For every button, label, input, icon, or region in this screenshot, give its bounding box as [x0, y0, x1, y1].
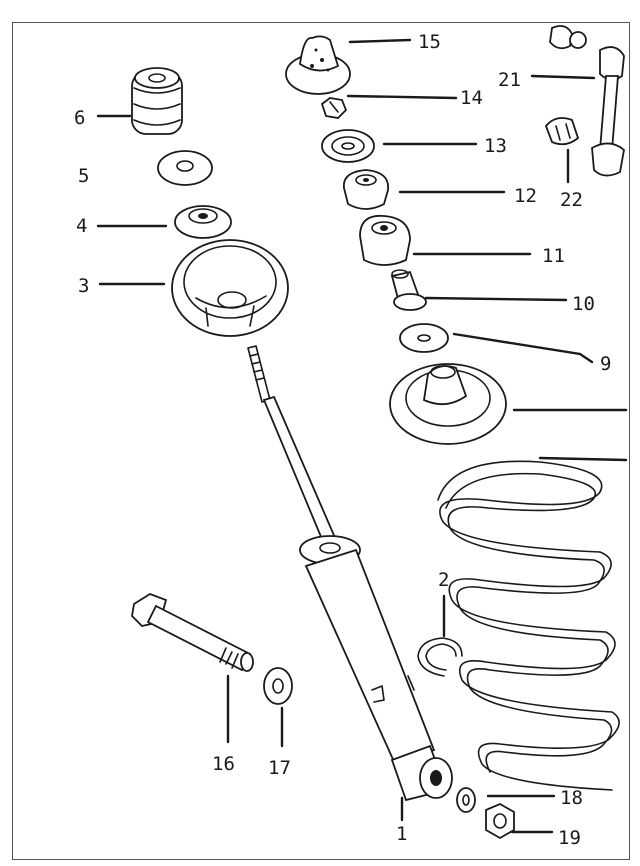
- part-5-washer: [157, 150, 213, 186]
- callout-6: 6: [74, 107, 85, 129]
- part-2-circlip: [417, 637, 463, 677]
- callout-15: 15: [418, 31, 441, 53]
- callout-11: 11: [542, 245, 565, 267]
- part-22-bushing: [544, 117, 580, 146]
- part-3-spring-seat: [171, 239, 289, 337]
- part-9-washer: [399, 323, 449, 353]
- callout-16: 16: [212, 753, 235, 775]
- part-16-bolt: [131, 593, 254, 672]
- part-17-washer: [263, 667, 293, 705]
- callout-17: 17: [268, 757, 291, 779]
- leader-lines: [96, 38, 628, 834]
- part-18-washer: [456, 787, 476, 813]
- part-14-nut: [320, 97, 348, 119]
- part-21-stabilizer-link: [549, 25, 625, 177]
- callout-10: 10: [572, 293, 595, 315]
- part-4-bushing: [174, 205, 232, 239]
- callout-21: 21: [498, 69, 521, 91]
- callout-9: 9: [600, 353, 611, 375]
- callout-18: 18: [560, 787, 583, 809]
- callout-22: 22: [560, 189, 583, 211]
- callout-14: 14: [460, 87, 483, 109]
- part-coil-spring: [437, 460, 620, 791]
- part-11-bushing: [359, 214, 411, 266]
- callout-labels: 6 5 4 3 15 14 13 12 11 10 9 2 16 17 1 18…: [74, 31, 611, 849]
- part-12-bushing: [343, 169, 389, 210]
- callout-12: 12: [514, 185, 537, 207]
- part-6-bump-stop: [131, 67, 183, 135]
- part-15-top-mount: [285, 35, 351, 95]
- diagram-frame: [12, 22, 630, 860]
- callout-19: 19: [558, 827, 581, 849]
- part-10-sleeve: [390, 269, 427, 311]
- callout-3: 3: [78, 275, 89, 297]
- callout-1: 1: [396, 823, 407, 845]
- callout-5: 5: [78, 165, 89, 187]
- part-19-nut: [485, 802, 515, 840]
- part-spring-seat-lower: [389, 363, 507, 445]
- part-13-washer: [321, 129, 375, 163]
- callout-13: 13: [484, 135, 507, 157]
- callout-2: 2: [438, 569, 449, 591]
- callout-4: 4: [76, 215, 87, 237]
- part-1-shock-absorber: [247, 345, 453, 802]
